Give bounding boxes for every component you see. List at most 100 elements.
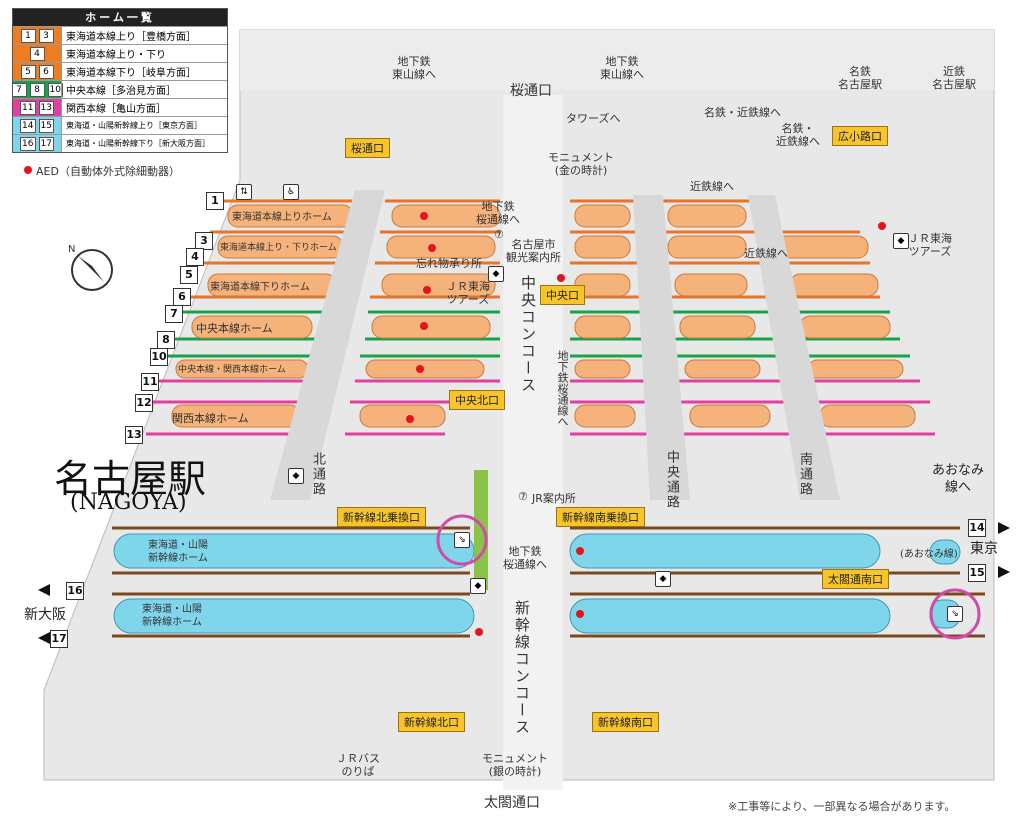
jr-tours-icon: ◆ <box>470 578 486 594</box>
track-number: 10 <box>150 348 168 366</box>
legend-track-number: 11 <box>20 100 36 115</box>
subway-sakuradori-label: 地下鉄 桜通線へ <box>503 545 547 571</box>
highlight-circle <box>436 514 488 566</box>
aonami-line-label: あおなみ 線へ <box>932 463 985 495</box>
right-platforms <box>574 204 916 428</box>
track-number: 5 <box>180 266 198 284</box>
shinkansen-tracks <box>112 526 985 638</box>
compass: N <box>68 244 113 291</box>
svg-text:N: N <box>68 244 75 255</box>
legend-track-number: 17 <box>38 136 54 151</box>
legend-line-name: 東海道・山陽新幹線下り［新大阪方面］ <box>61 135 227 152</box>
direction-arrows <box>38 522 1010 644</box>
platform-label: 東海道本線上り・下りホーム <box>220 243 337 253</box>
location-marker: ⑦ <box>518 490 528 503</box>
jr-tours-icon: ◆ <box>288 468 304 484</box>
smoking-area-icon: ⇘ <box>454 532 470 548</box>
gate-sakura[interactable]: 桜通口 <box>345 138 390 158</box>
jr-tours-icon: ◆ <box>488 266 504 282</box>
station-name-en: (NAGOYA) <box>70 490 187 515</box>
shinkansen-platform-label: 東海道・山陽 新幹線ホーム <box>148 540 208 564</box>
gate-chuo[interactable]: 中央口 <box>540 285 585 305</box>
meitetsu-kintetsu-label: 名鉄・ 近鉄線へ <box>776 122 820 148</box>
south-passage-label: 南通路 <box>797 452 812 497</box>
track-number: 15 <box>968 564 986 582</box>
south-passage <box>748 195 840 500</box>
legend-track-number: 8 <box>29 82 45 97</box>
legend-track-number: 6 <box>38 64 54 79</box>
jr-tours-label: ＪＲ東海 ツアーズ <box>446 280 490 306</box>
kintetsu-station-label: 近鉄 名古屋駅 <box>932 65 976 91</box>
legend-line-name: 東海道本線上り・下り <box>61 45 227 62</box>
meitetsu-station-label: 名鉄 名古屋駅 <box>838 65 882 91</box>
track-number: 1 <box>206 192 224 210</box>
platform-label: 中央本線ホーム <box>196 322 273 335</box>
gate-taiko-south[interactable]: 太閤通南口 <box>822 569 889 589</box>
tourist-info-label: 名古屋市 観光案内所 <box>506 238 561 264</box>
track-number: 13 <box>125 426 143 444</box>
legend-line-name: 中央本線［多治見方面］ <box>61 81 227 98</box>
jr-tours-label: ＪＲ東海 ツアーズ <box>908 232 952 258</box>
right-tracks <box>570 199 935 436</box>
gate-chuo-north[interactable]: 中央北口 <box>449 390 505 410</box>
sakura-exit-label: 桜通口 <box>510 83 552 99</box>
jr-tours-icon: ◆ <box>655 571 671 587</box>
monument-gold-label: モニュメント (金の時計) <box>548 151 614 177</box>
legend-title: ホーム一覧 <box>13 9 227 26</box>
shinkansen-platform-label: 東海道・山陽 新幹線ホーム <box>142 604 202 628</box>
central-concourse-label: 中央コンコース <box>519 275 537 394</box>
smoking-area-icon: ⇘ <box>947 606 963 622</box>
kintetsu-label: 近鉄線へ <box>744 247 788 260</box>
meitetsu-kintetsu-label: 名鉄・近鉄線へ <box>704 106 781 119</box>
legend-track-number: 13 <box>38 100 54 115</box>
legend-track-number: 15 <box>38 118 54 133</box>
central-passage-label: 中央通路 <box>664 450 679 510</box>
legend-track-number: 5 <box>20 64 36 79</box>
middle-platforms <box>359 204 501 428</box>
elevator-icon: ⇅ <box>236 184 252 200</box>
location-marker: ⑦ <box>494 228 504 241</box>
notice-text: ※工事等により、一部異なる場合があります。 <box>728 800 956 813</box>
aed-markers <box>406 212 886 636</box>
legend-track-number: 10 <box>47 82 63 97</box>
subway-sakuradori-label: 地下鉄 桜通線へ <box>476 200 520 226</box>
monument-silver-label: モニュメント (銀の時計) <box>482 752 548 778</box>
central-concourse-top <box>503 100 563 790</box>
legend-track-number: 14 <box>20 118 36 133</box>
track-number: 17 <box>50 630 68 648</box>
jr-tours-icon: ◆ <box>893 233 909 249</box>
middle-tracks <box>345 199 500 436</box>
track-number: 14 <box>968 519 986 537</box>
gate-shinkansen-south-transfer[interactable]: 新幹線南乗換口 <box>556 507 645 527</box>
aonami-small-label: (あおなみ線) <box>900 549 958 560</box>
aed-note: AED（自動体外式除細動器） <box>24 163 180 179</box>
subway-sakuradori-label: 地下鉄桜通線へ <box>556 350 569 427</box>
tokyo-direction: 東京 <box>970 541 998 557</box>
track-number: 8 <box>157 331 175 349</box>
platform-label: 東海道本線上りホーム <box>232 212 332 223</box>
gate-shinkansen-north[interactable]: 新幹線北口 <box>398 712 465 732</box>
gate-shinkansen-north-transfer[interactable]: 新幹線北乗換口 <box>337 507 426 527</box>
gate-hirokoji[interactable]: 広小路口 <box>832 126 888 146</box>
legend-line-name: 東海道本線上り［豊橋方面］ <box>61 27 227 44</box>
platform-label: 関西本線ホーム <box>172 412 249 425</box>
kintetsu-label: 近鉄線へ <box>690 180 734 193</box>
track-number: 7 <box>165 305 183 323</box>
aed-note-text: AED（自動体外式除細動器） <box>36 165 180 178</box>
legend-track-number: 3 <box>38 28 54 43</box>
gate-shinkansen-south[interactable]: 新幹線南口 <box>592 712 659 732</box>
track-number: 3 <box>195 232 213 250</box>
